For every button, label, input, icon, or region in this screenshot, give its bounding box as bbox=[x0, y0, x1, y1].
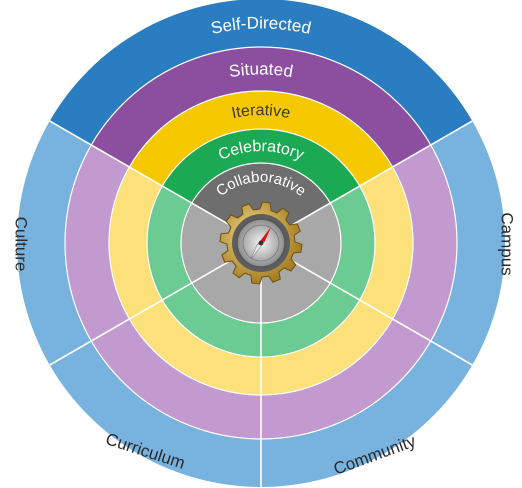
compass-needle-icon bbox=[257, 227, 271, 245]
ring-self-directed-segment bbox=[17, 121, 505, 488]
wheel-dividers bbox=[49, 46, 473, 487]
ring-label-situated: Situated bbox=[228, 59, 295, 81]
ring-boundary bbox=[180, 162, 342, 324]
compass-gear-icon bbox=[219, 201, 303, 285]
sector-divider bbox=[49, 120, 262, 244]
quadrant-label-culture: Culture bbox=[12, 217, 31, 272]
ring-iterative-segment bbox=[108, 167, 413, 395]
ring-iterative-band bbox=[129, 91, 393, 186]
ring-boundary bbox=[108, 90, 414, 396]
ring-celebratory-band bbox=[162, 129, 360, 203]
quadrant-label-campus: Campus bbox=[498, 212, 517, 275]
ring-boundary bbox=[64, 46, 458, 440]
sector-divider bbox=[49, 242, 262, 366]
ring-celebratory-segment bbox=[146, 186, 375, 357]
ring-situated-band bbox=[91, 47, 431, 167]
ring-label-iterative: Iterative bbox=[230, 102, 292, 122]
sector-divider bbox=[260, 120, 473, 244]
ring-situated-segment bbox=[65, 145, 458, 439]
ring-self-directed-band bbox=[49, 0, 473, 145]
ring-boundary bbox=[146, 128, 376, 358]
sector-divider bbox=[260, 242, 473, 366]
